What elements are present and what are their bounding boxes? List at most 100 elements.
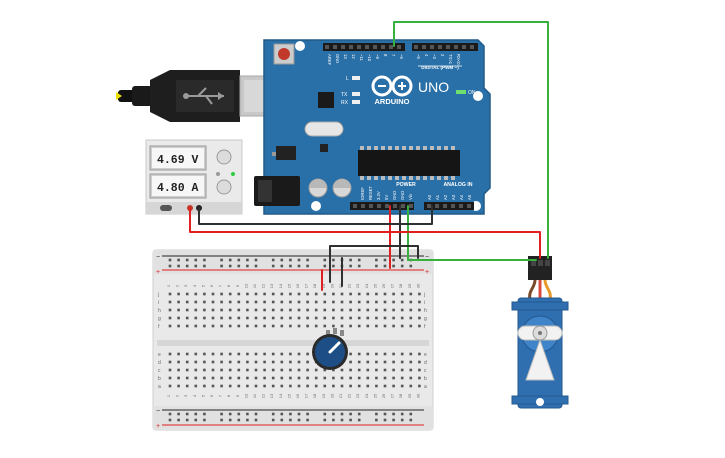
breadboard-hole[interactable] (357, 308, 361, 312)
breadboard-hole[interactable] (280, 412, 284, 416)
breadboard-hole[interactable] (168, 258, 172, 262)
wires[interactable] (189, 21, 549, 291)
breadboard-hole[interactable] (211, 360, 215, 364)
breadboard-hole[interactable] (271, 368, 275, 372)
breadboard-hole[interactable] (220, 258, 223, 262)
breadboard-hole[interactable] (340, 300, 344, 304)
breadboard-hole[interactable] (263, 300, 266, 304)
breadboard-hole[interactable] (314, 384, 318, 388)
breadboard-hole[interactable] (357, 384, 361, 388)
breadboard-hole[interactable] (168, 412, 172, 416)
breadboard-hole[interactable] (228, 368, 232, 372)
breadboard-hole[interactable] (289, 418, 292, 422)
breadboard-hole[interactable] (280, 418, 284, 422)
breadboard-hole[interactable] (409, 300, 413, 304)
breadboard-hole[interactable] (357, 360, 361, 364)
breadboard-hole[interactable] (211, 324, 215, 328)
breadboard-hole[interactable] (306, 324, 309, 328)
breadboard-hole[interactable] (366, 316, 370, 320)
breadboard-hole[interactable] (306, 258, 309, 262)
breadboard-hole[interactable] (392, 292, 395, 296)
breadboard-hole[interactable] (383, 376, 387, 380)
breadboard-hole[interactable] (271, 300, 275, 304)
breadboard-hole[interactable] (400, 300, 404, 304)
breadboard-hole[interactable] (289, 360, 292, 364)
breadboard-hole[interactable] (375, 360, 378, 364)
breadboard-hole[interactable] (237, 368, 241, 372)
breadboard-hole[interactable] (254, 352, 258, 356)
breadboard-hole[interactable] (323, 308, 327, 312)
breadboard-hole[interactable] (263, 316, 266, 320)
breadboard-hole[interactable] (400, 384, 404, 388)
breadboard-hole[interactable] (375, 352, 378, 356)
breadboard-hole[interactable] (177, 316, 180, 320)
breadboard-hole[interactable] (168, 418, 172, 422)
breadboard-hole[interactable] (177, 308, 180, 312)
breadboard-hole[interactable] (237, 384, 241, 388)
breadboard-hole[interactable] (177, 412, 180, 416)
breadboard-hole[interactable] (254, 316, 258, 320)
breadboard-hole[interactable] (392, 384, 395, 388)
breadboard-hole[interactable] (228, 308, 232, 312)
breadboard-hole[interactable] (246, 412, 249, 416)
breadboard-hole[interactable] (237, 264, 241, 268)
breadboard-hole[interactable] (357, 376, 361, 380)
breadboard-hole[interactable] (400, 360, 404, 364)
breadboard-hole[interactable] (254, 368, 258, 372)
breadboard-hole[interactable] (383, 360, 387, 364)
breadboard-hole[interactable] (357, 316, 361, 320)
potentiometer[interactable] (312, 328, 348, 370)
breadboard-hole[interactable] (194, 264, 198, 268)
breadboard-hole[interactable] (220, 368, 223, 372)
breadboard-hole[interactable] (203, 324, 206, 328)
breadboard-hole[interactable] (297, 292, 301, 296)
breadboard-hole[interactable] (203, 384, 206, 388)
breadboard-hole[interactable] (409, 418, 413, 422)
breadboard-hole[interactable] (332, 418, 335, 422)
breadboard-hole[interactable] (418, 324, 421, 328)
breadboard-hole[interactable] (280, 324, 284, 328)
breadboard-hole[interactable] (185, 352, 189, 356)
breadboard-hole[interactable] (289, 258, 292, 262)
breadboard-hole[interactable] (280, 292, 284, 296)
breadboard-hole[interactable] (332, 308, 335, 312)
breadboard-hole[interactable] (392, 264, 395, 268)
breadboard-hole[interactable] (418, 376, 421, 380)
breadboard-hole[interactable] (177, 292, 180, 296)
breadboard-hole[interactable] (263, 308, 266, 312)
breadboard-hole[interactable] (185, 292, 189, 296)
breadboard-hole[interactable] (409, 360, 413, 364)
breadboard-hole[interactable] (366, 384, 370, 388)
breadboard-hole[interactable] (297, 360, 301, 364)
breadboard-hole[interactable] (383, 352, 387, 356)
breadboard-hole[interactable] (323, 418, 327, 422)
breadboard-hole[interactable] (211, 316, 215, 320)
breadboard-hole[interactable] (392, 300, 395, 304)
breadboard-hole[interactable] (271, 352, 275, 356)
breadboard-hole[interactable] (392, 258, 395, 262)
breadboard-hole[interactable] (366, 308, 370, 312)
breadboard-hole[interactable] (246, 258, 249, 262)
breadboard-hole[interactable] (194, 292, 198, 296)
breadboard-hole[interactable] (194, 384, 198, 388)
breadboard-hole[interactable] (409, 352, 413, 356)
breadboard-hole[interactable] (323, 300, 327, 304)
breadboard-hole[interactable] (228, 264, 232, 268)
breadboard-hole[interactable] (400, 376, 404, 380)
breadboard-hole[interactable] (237, 324, 241, 328)
breadboard-hole[interactable] (357, 418, 361, 422)
breadboard-hole[interactable] (418, 300, 421, 304)
breadboard-hole[interactable] (185, 258, 189, 262)
breadboard-hole[interactable] (203, 368, 206, 372)
breadboard-hole[interactable] (366, 300, 370, 304)
breadboard-hole[interactable] (418, 368, 421, 372)
breadboard-hole[interactable] (246, 316, 249, 320)
breadboard-hole[interactable] (220, 264, 223, 268)
breadboard-hole[interactable] (211, 300, 215, 304)
breadboard-hole[interactable] (228, 324, 232, 328)
breadboard-hole[interactable] (400, 418, 404, 422)
breadboard-hole[interactable] (203, 300, 206, 304)
breadboard-hole[interactable] (323, 316, 327, 320)
